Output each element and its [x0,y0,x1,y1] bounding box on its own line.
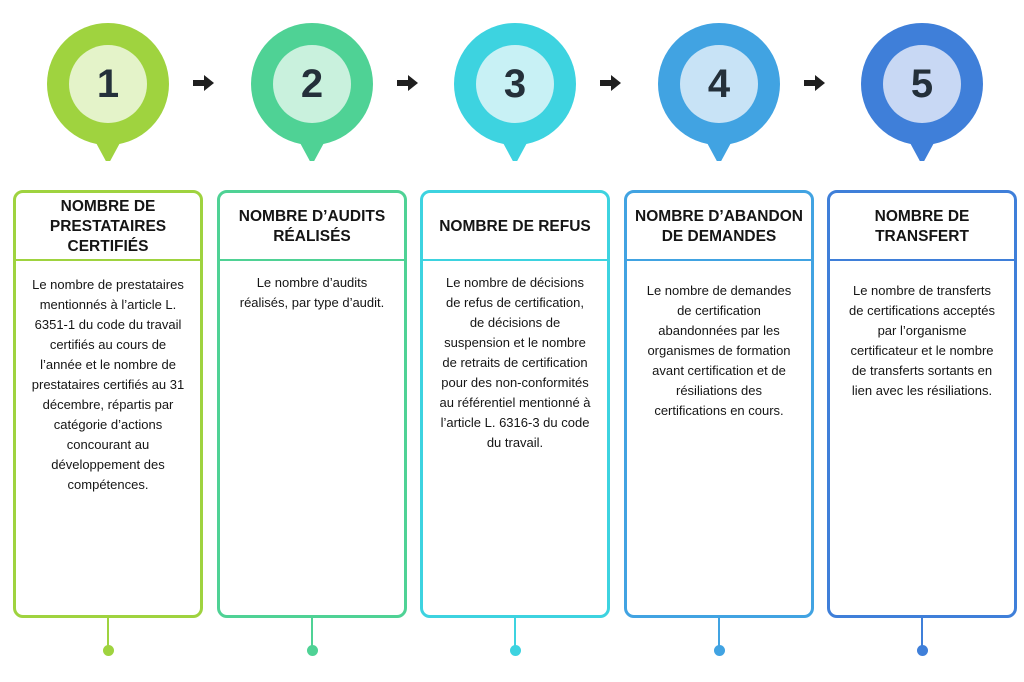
step-title: Nombre de prestataires certifiés [16,193,200,261]
step-number: 4 [707,62,731,106]
step-3: 3 Nombre de refus Le nombre de décisions… [420,0,610,682]
step-number: 3 [503,62,527,106]
step-card-3: Nombre de refus Le nombre de décisions d… [420,190,610,618]
step-pin-3: 3 [446,23,584,161]
connector-dot [102,645,114,656]
connector-dot [916,645,928,656]
connector-line [107,618,109,648]
step-description: Le nombre d’audits réalisés, par type d’… [239,275,385,310]
step-description: Le nombre de transferts de certification… [849,283,995,398]
step-card-4: Nombre d’abandon de demandes Le nombre d… [624,190,814,618]
step-description: Le nombre de demandes de certification a… [646,283,792,418]
step-5: 5 Nombre de transfert Le nombre de trans… [827,0,1017,682]
step-number: 2 [300,62,324,106]
right-arrow-icon [192,73,216,93]
right-arrow-icon [599,73,623,93]
step-title: Nombre d’audits réalisés [220,193,404,261]
step-card-5: Nombre de transfert Le nombre de transfe… [827,190,1017,618]
step-pin-5: 5 [853,23,991,161]
step-title: Nombre d’abandon de demandes [627,193,811,261]
step-4: 4 Nombre d’abandon de demandes Le nombre… [624,0,814,682]
pin-shape [861,23,983,161]
connector-line [718,618,720,648]
step-pin-2: 2 [243,23,381,161]
step-number: 5 [910,62,934,106]
connector-line [921,618,923,648]
pin-shape [47,23,169,161]
pin-shape [658,23,780,161]
connector-line [514,618,516,648]
step-description: Le nombre de décisions de refus de certi… [439,275,591,450]
step-1: 1 Nombre de prestataires certifiés Le no… [13,0,203,682]
step-card-2: Nombre d’audits réalisés Le nombre d’aud… [217,190,407,618]
right-arrow-icon [396,73,420,93]
step-pin-1: 1 [39,23,177,161]
step-card-1: Nombre de prestataires certifiés Le nomb… [13,190,203,618]
step-description: Le nombre de prestataires mentionnés à l… [31,277,185,492]
step-pin-4: 4 [650,23,788,161]
connector-line [311,618,313,648]
step-title: Nombre de transfert [830,193,1014,261]
pin-shape [251,23,373,161]
connector-dot [713,645,725,656]
step-number: 1 [96,62,120,106]
pin-shape [454,23,576,161]
step-title: Nombre de refus [423,193,607,261]
connector-dot [306,645,318,656]
right-arrow-icon [803,73,827,93]
connector-dot [509,645,521,656]
step-2: 2 Nombre d’audits réalisés Le nombre d’a… [217,0,407,682]
